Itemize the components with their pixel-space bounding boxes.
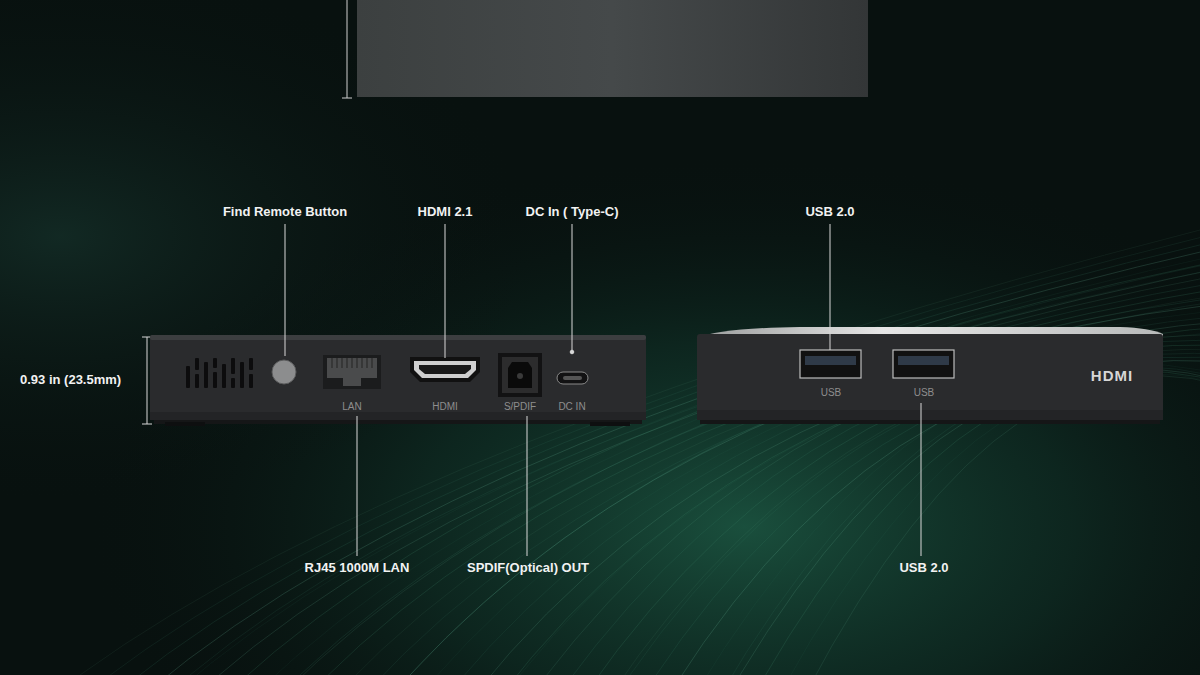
dimension-label: 0.93 in (23.5mm) bbox=[20, 372, 121, 388]
light-streak bbox=[212, 260, 1200, 675]
callout-label: Find Remote Button bbox=[223, 204, 347, 220]
hdmi-port bbox=[410, 357, 480, 382]
find-remote-button-part bbox=[272, 360, 296, 384]
find-remote-button-part bbox=[272, 360, 296, 384]
usb-port bbox=[800, 350, 861, 378]
vent-slots-part bbox=[249, 358, 253, 370]
side-device bbox=[697, 327, 1163, 424]
vent-slots-part bbox=[240, 362, 244, 388]
light-streaks bbox=[80, 230, 1200, 675]
lan-port-part-part bbox=[336, 358, 337, 368]
leader-lines-part bbox=[830, 224, 831, 350]
spdif-port-part bbox=[508, 362, 532, 388]
front-device-part bbox=[150, 412, 646, 420]
vent-slots-part bbox=[249, 374, 253, 388]
leader-lines-part bbox=[572, 224, 573, 352]
callout-label: RJ45 1000M LAN bbox=[305, 560, 410, 576]
dimension-line-part bbox=[142, 424, 152, 425]
side-device-part bbox=[697, 334, 1163, 420]
usb-c-port bbox=[557, 372, 588, 384]
vent-slots-part bbox=[231, 378, 235, 388]
usb-port-part bbox=[800, 350, 861, 378]
port-label: S/PDIF bbox=[504, 401, 536, 413]
hdmi-port-part bbox=[414, 361, 476, 378]
spdif-port bbox=[498, 353, 542, 397]
leader-lines-part bbox=[285, 224, 286, 356]
port-label: LAN bbox=[342, 401, 361, 413]
usb-port-part bbox=[898, 356, 949, 365]
spdif-port-part bbox=[502, 357, 538, 393]
light-streak bbox=[388, 300, 1200, 675]
spdif-port-part bbox=[498, 353, 542, 397]
light-streak bbox=[190, 255, 1200, 675]
lan-port bbox=[323, 355, 381, 389]
hdmi-port-part bbox=[410, 357, 480, 382]
lan-port-part bbox=[332, 358, 372, 368]
leader-lines-part bbox=[527, 416, 528, 556]
top-view-box-part bbox=[342, 98, 352, 99]
light-streak bbox=[410, 305, 1200, 675]
vent-slots-part bbox=[204, 362, 208, 388]
spdif-port-part bbox=[517, 373, 523, 379]
callout-label: SPDIF(Optical) OUT bbox=[467, 560, 589, 576]
side-device-part bbox=[697, 410, 1163, 420]
usb-port-part bbox=[805, 356, 856, 365]
lan-port-part bbox=[323, 355, 381, 389]
leader-lines-part bbox=[445, 224, 446, 358]
lan-port-part-part bbox=[351, 358, 352, 368]
light-streak bbox=[168, 250, 1200, 675]
lan-port-part-part bbox=[366, 358, 367, 368]
usb-c-port-part bbox=[557, 372, 588, 384]
leader-lines bbox=[285, 224, 921, 556]
port-label: USB bbox=[821, 387, 842, 399]
usb-port-part bbox=[893, 350, 954, 378]
port-label: DC IN bbox=[558, 401, 585, 413]
top-view-box bbox=[342, 0, 868, 98]
vent-slots-part bbox=[195, 358, 199, 370]
vent-slots bbox=[186, 358, 253, 388]
port-label: HDMI bbox=[432, 401, 458, 413]
light-streak bbox=[256, 270, 1200, 675]
callout-label: USB 2.0 bbox=[805, 204, 854, 220]
vent-slots-part bbox=[195, 374, 199, 388]
leader-lines-part bbox=[570, 350, 574, 354]
leader-lines-part bbox=[357, 416, 358, 556]
light-streak bbox=[696, 364, 1200, 675]
vent-slots-part bbox=[222, 364, 226, 388]
light-streak bbox=[476, 320, 1200, 675]
front-device-part bbox=[165, 422, 205, 426]
callout-label: USB 2.0 bbox=[899, 560, 948, 576]
lan-port-part-part bbox=[346, 358, 347, 368]
lan-port-part-part bbox=[331, 358, 332, 368]
lan-port-part-part bbox=[371, 358, 372, 368]
vent-slots-part bbox=[213, 372, 217, 388]
lan-port-part bbox=[343, 378, 361, 386]
callout-label: HDMI 2.1 bbox=[418, 204, 473, 220]
find-remote-button bbox=[272, 360, 296, 384]
vent-slots-part bbox=[231, 358, 235, 374]
lan-port-part-part bbox=[361, 358, 362, 368]
hdmi-logo: HDMI bbox=[1091, 367, 1133, 385]
port-label: USB bbox=[914, 387, 935, 399]
top-view-box-part bbox=[347, 0, 348, 98]
dimension-line-part bbox=[147, 337, 148, 424]
callout-label: DC In ( Type-C) bbox=[526, 204, 619, 220]
lan-port-part-part bbox=[356, 358, 357, 368]
lan-port-part-part bbox=[341, 358, 342, 368]
hdmi-port-part bbox=[419, 365, 471, 374]
leader-lines-part bbox=[921, 403, 922, 556]
light-streak bbox=[146, 245, 1200, 675]
vent-slots-part bbox=[186, 366, 190, 388]
top-view-box-part bbox=[357, 0, 868, 97]
lan-port-part bbox=[327, 358, 377, 378]
vent-slots-part bbox=[213, 358, 217, 368]
usb-c-port-part bbox=[563, 376, 582, 380]
usb-port bbox=[893, 350, 954, 378]
front-device-part bbox=[590, 422, 630, 426]
